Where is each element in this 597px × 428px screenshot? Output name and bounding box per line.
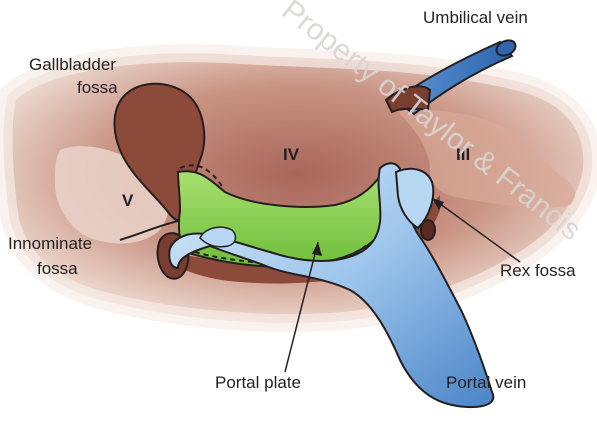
label-innominate-fossa-2: fossa xyxy=(37,259,78,278)
label-portal-vein: Portal vein xyxy=(446,373,526,392)
label-gallbladder-fossa-2: fossa xyxy=(77,78,118,97)
label-umbilical-vein: Umbilical vein xyxy=(423,8,528,27)
label-gallbladder-fossa-1: Gallbladder xyxy=(29,55,116,74)
label-portal-plate: Portal plate xyxy=(215,373,301,392)
segment-v-label: V xyxy=(122,191,134,210)
label-innominate-fossa-1: Innominate xyxy=(8,234,92,253)
segment-iv-label: IV xyxy=(283,145,300,164)
rex-fossa-opening xyxy=(421,220,435,240)
label-rex-fossa: Rex fossa xyxy=(500,261,576,280)
